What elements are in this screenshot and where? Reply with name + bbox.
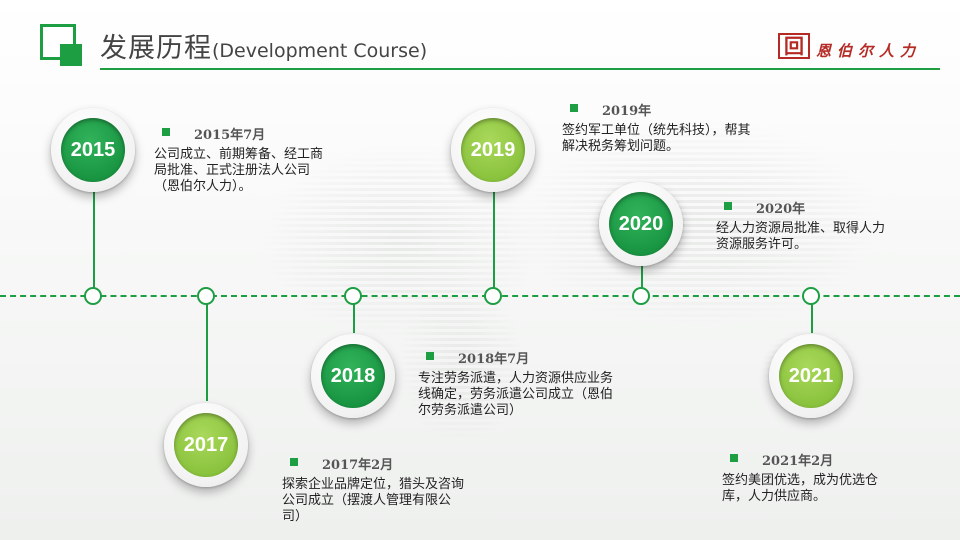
header-square-filled-icon <box>60 44 82 66</box>
bullet-icon <box>290 458 298 466</box>
year-circle-2021: 2021 <box>769 334 853 418</box>
milestone-date: 2017年2月 <box>282 454 466 473</box>
timeline-node-2018 <box>344 287 362 305</box>
connector-2017 <box>206 303 208 401</box>
milestone-2021: 2021年2月 签约美团优选，成为优选仓库，人力供应商。 <box>722 450 882 505</box>
year-label: 2021 <box>779 344 843 408</box>
milestone-2019: 2019年 签约军工单位（统先科技），帮其解决税务筹划问题。 <box>562 100 762 155</box>
connector-2021 <box>811 303 813 333</box>
timeline-node-2019 <box>484 287 502 305</box>
connector-2018 <box>353 303 355 333</box>
milestone-2020: 2020年 经人力资源局批准、取得人力资源服务许可。 <box>716 198 886 253</box>
milestone-date: 2015年7月 <box>154 124 326 143</box>
milestone-date: 2018年7月 <box>418 348 616 367</box>
bullet-icon <box>570 104 578 112</box>
header-divider <box>100 68 940 70</box>
milestone-2018: 2018年7月 专注劳务派遣，人力资源供应业务线确定，劳务派遣公司成立（恩伯尔劳… <box>418 348 616 419</box>
bullet-icon <box>162 128 170 136</box>
timeline-axis <box>0 295 960 297</box>
year-label: 2018 <box>321 344 385 408</box>
year-circle-2019: 2019 <box>451 108 535 192</box>
bullet-icon <box>426 352 434 360</box>
year-label: 2019 <box>461 118 525 182</box>
timeline-node-2015 <box>84 287 102 305</box>
timeline-node-2017 <box>197 287 215 305</box>
page-title: 发展历程(Development Course) <box>100 26 427 65</box>
year-label: 2020 <box>609 192 673 256</box>
milestone-description: 经人力资源局批准、取得人力资源服务许可。 <box>716 221 886 252</box>
bullet-icon <box>730 454 738 462</box>
year-label: 2017 <box>174 413 238 477</box>
milestone-2015: 2015年7月 公司成立、前期筹备、经工商局批准、正式注册法人公司（恩伯尔人力）… <box>154 124 326 195</box>
milestone-date: 2019年 <box>562 100 762 119</box>
year-circle-2015: 2015 <box>51 108 135 192</box>
milestone-description: 签约军工单位（统先科技），帮其解决税务筹划问题。 <box>562 123 751 154</box>
company-logo-text: 恩伯尔人力 <box>816 42 922 60</box>
page-title-cn: 发展历程 <box>100 33 212 64</box>
connector-2019 <box>493 190 495 288</box>
year-circle-2020: 2020 <box>599 182 683 266</box>
milestone-description: 签约美团优选，成为优选仓库，人力供应商。 <box>722 473 879 504</box>
page-title-en: (Development Course) <box>212 40 428 62</box>
milestone-description: 专注劳务派遣，人力资源供应业务线确定，劳务派遣公司成立（恩伯尔劳务派遣公司） <box>418 371 614 418</box>
company-logo-icon: 回 <box>778 33 810 59</box>
year-label: 2015 <box>61 118 125 182</box>
milestone-2017: 2017年2月 探索企业品牌定位，猎头及咨询公司成立（摆渡人管理有限公司） <box>282 454 466 525</box>
year-circle-2017: 2017 <box>164 403 248 487</box>
connector-2020 <box>641 262 643 288</box>
milestone-description: 探索企业品牌定位，猎头及咨询公司成立（摆渡人管理有限公司） <box>282 477 465 524</box>
milestone-date: 2020年 <box>716 198 886 217</box>
timeline-node-2020 <box>632 287 650 305</box>
connector-2015 <box>93 190 95 288</box>
milestone-date: 2021年2月 <box>722 450 882 469</box>
year-circle-2018: 2018 <box>311 334 395 418</box>
milestone-description: 公司成立、前期筹备、经工商局批准、正式注册法人公司（恩伯尔人力）。 <box>154 147 324 194</box>
timeline-node-2021 <box>802 287 820 305</box>
bullet-icon <box>724 202 732 210</box>
